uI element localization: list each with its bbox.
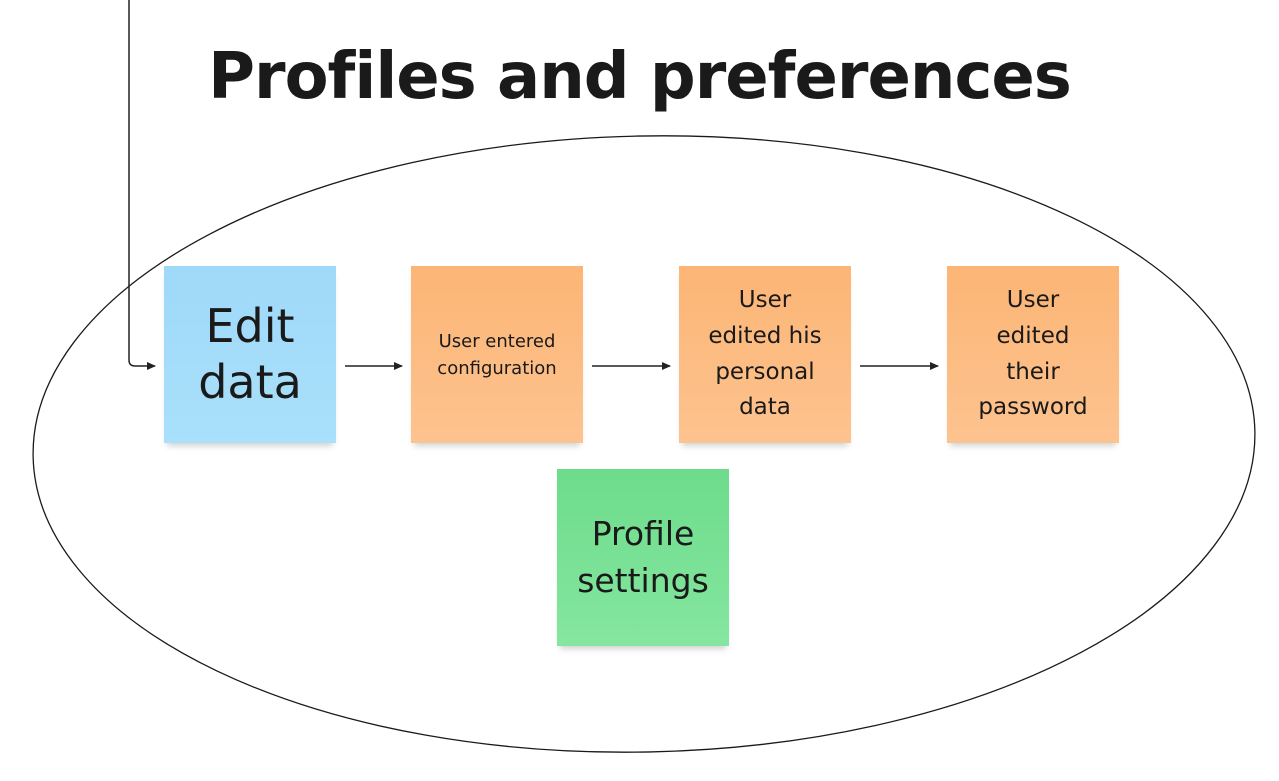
sticky-edit-data-text: Edit data [198,299,302,409]
sticky-user-entered-configuration-text: User entered configuration [437,330,557,379]
sticky-profile-settings[interactable]: Profile settings [557,469,729,646]
diagram-title: Profiles and preferences [208,40,1072,114]
sticky-edit-data[interactable]: Edit data [164,266,336,443]
incoming-connector [128,0,156,370]
sticky-profile-settings-text: Profile settings [577,514,709,600]
sticky-user-edited-password[interactable]: User edited their password [947,266,1119,443]
sticky-user-entered-configuration[interactable]: User entered configuration [411,266,583,443]
group-boundary-ellipse [32,135,1256,753]
sticky-user-edited-password-text: User edited their password [978,287,1088,421]
sticky-user-edited-personal-data[interactable]: User edited his personal data [679,266,851,443]
sticky-user-edited-personal-data-text: User edited his personal data [708,287,822,421]
